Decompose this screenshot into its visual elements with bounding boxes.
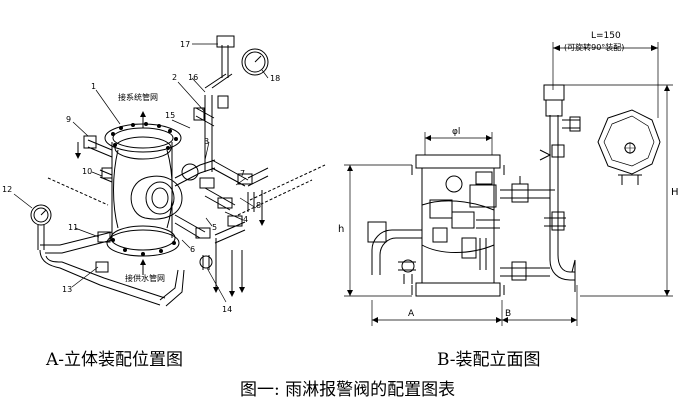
dim-diameter: φl [452,127,460,137]
pressure-gauge-icon [241,48,269,76]
callout-8: 8 [256,201,261,210]
dim-l-note: (可旋转90°装配) [564,42,624,52]
valve-body [104,123,183,257]
valve-body-elevation [411,154,505,297]
dim-h-small: h [338,224,344,235]
callout-10: 10 [82,167,92,176]
callout-13: 13 [62,285,72,294]
left-piping [367,221,422,284]
dim-l-value: L=150 [591,31,621,41]
right-riser [500,84,581,292]
label-supply-pipe: 接供水管网 [125,273,165,283]
valve-handwheel-icon [401,259,415,273]
view-a-isometric [13,35,326,307]
callout-5: 5 [212,223,217,232]
callout-4: 4 [243,215,248,224]
callout-18: 18 [270,74,280,83]
callout-3: 3 [204,137,209,146]
callout-17: 17 [180,40,190,49]
callout-7: 7 [240,169,245,178]
dimension-lines [344,42,673,326]
figure-caption: 图一: 雨淋报警阀的配置图表 [240,380,456,400]
alarm-bell-icon [597,109,661,185]
callout-6: 6 [190,245,195,254]
flange-bolts [111,122,178,256]
pressure-gauge-icon [445,175,463,193]
callout-12: 12 [2,185,12,194]
view-b-elevation [344,42,673,326]
dim-h-large: H [671,187,679,198]
trim-piping [174,35,269,270]
callout-16: 16 [188,73,198,82]
drain-piping [37,135,185,307]
caption-view-b: B-装配立面图 [437,350,541,370]
caption-view-a: A-立体装配位置图 [46,350,184,370]
view-a-callouts: 1 2 3 4 5 6 7 8 9 10 11 12 13 14 15 16 1… [2,40,280,314]
pressure-gauge-icon [181,163,199,181]
callout-15: 15 [165,111,175,120]
label-system-pipe: 接系统管网 [118,92,158,102]
leader-lines [13,43,269,303]
callout-9: 9 [66,115,71,124]
dim-a: A [408,309,415,319]
callout-1: 1 [91,82,96,91]
dim-b: B [505,309,511,319]
callout-2: 2 [172,73,177,82]
callout-11: 11 [68,223,78,232]
pressure-gauge-icon [30,204,52,226]
callout-14: 14 [222,305,232,314]
